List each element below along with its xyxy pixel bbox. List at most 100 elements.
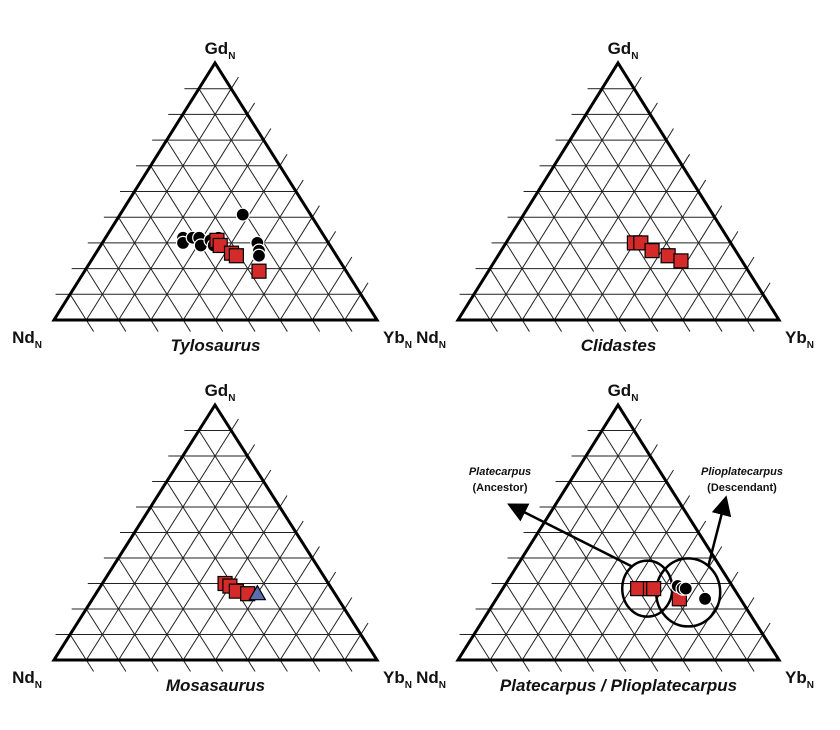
tick-bottom xyxy=(553,659,562,672)
gridline-nd xyxy=(117,216,184,321)
gridline-nd xyxy=(505,242,555,321)
tick-bottom xyxy=(150,319,159,332)
data-marks xyxy=(217,575,267,602)
tick-bottom xyxy=(182,659,191,672)
data-point-circle xyxy=(697,591,713,606)
tick-right xyxy=(681,495,691,508)
panel-title: Tylosaurus xyxy=(170,336,260,355)
gridline-nd xyxy=(117,557,184,661)
tick-bottom xyxy=(585,659,595,672)
gridline-yb xyxy=(682,242,732,321)
tick-bottom xyxy=(344,659,353,672)
tick-bottom xyxy=(650,659,659,672)
tick-right xyxy=(633,418,642,431)
vertex-label-right: YbN xyxy=(383,328,412,351)
tick-bottom xyxy=(521,319,530,332)
gridline-yb xyxy=(650,557,716,661)
tick-right xyxy=(344,597,353,610)
tick-bottom xyxy=(215,319,224,332)
annotation-group: Platecarpus(Ancestor)Plioplatecarpus(Des… xyxy=(469,466,783,628)
tick-bottom xyxy=(553,319,562,332)
tick-bottom xyxy=(585,319,595,332)
vertex-label-left: NdN xyxy=(12,668,42,691)
tick-right xyxy=(633,76,642,89)
tick-bottom xyxy=(714,659,723,672)
gridline-yb xyxy=(553,139,667,321)
vertex-label-top: GdN xyxy=(205,381,236,404)
gridline-nd xyxy=(134,191,216,321)
gridline-nd xyxy=(489,608,523,661)
tick-bottom xyxy=(247,659,256,672)
gridline-nd xyxy=(505,583,555,661)
ternary-frame xyxy=(455,60,782,322)
tick-right xyxy=(730,571,739,584)
tick-right xyxy=(649,102,658,115)
tick-bottom xyxy=(279,319,288,332)
ternary-frame xyxy=(51,60,380,322)
data-point-triangle xyxy=(248,584,267,601)
gridline-nd xyxy=(601,88,748,321)
data-point-circle xyxy=(235,207,250,222)
tick-bottom xyxy=(150,659,159,672)
data-point-square xyxy=(633,235,649,251)
gridline-nd xyxy=(166,481,281,661)
tick-right xyxy=(746,597,755,610)
gridline-yb xyxy=(85,88,232,321)
gridline-yb xyxy=(311,268,346,321)
gridline-yb xyxy=(247,557,313,661)
tick-right xyxy=(762,622,771,635)
tick-right xyxy=(246,102,256,115)
gridline-nd xyxy=(569,481,684,661)
vertex-label-right: YbN xyxy=(785,328,814,351)
tick-right xyxy=(360,282,369,295)
tick-bottom xyxy=(344,319,353,332)
tick-right xyxy=(327,571,337,584)
gridline-yb xyxy=(311,608,346,661)
tick-bottom xyxy=(650,319,659,332)
gridline-yb xyxy=(279,583,329,661)
annotation-sublabel: (Ancestor) xyxy=(472,482,527,494)
gridline-nd xyxy=(537,532,619,661)
data-point-square xyxy=(251,263,267,279)
tick-right xyxy=(230,418,239,431)
tick-right xyxy=(279,495,288,508)
tick-bottom xyxy=(489,319,498,332)
tick-right xyxy=(311,546,320,559)
tick-right xyxy=(327,231,337,244)
data-point-square xyxy=(212,237,228,254)
gridline-nd xyxy=(166,139,281,321)
tick-bottom xyxy=(682,659,691,672)
tick-bottom xyxy=(618,319,627,332)
vertex-label-left: NdN xyxy=(12,328,42,351)
vertex-label-right: YbN xyxy=(383,668,412,691)
gridline-yb xyxy=(150,481,265,661)
tick-bottom xyxy=(746,659,755,672)
tick-right xyxy=(665,469,674,482)
gridline-nd xyxy=(473,294,491,321)
vertex-label-left: NdN xyxy=(416,328,446,351)
gridline-nd xyxy=(134,532,216,661)
tick-right xyxy=(263,469,272,482)
gridline-yb xyxy=(150,139,265,321)
gridline-nd xyxy=(101,242,152,321)
data-point-circle xyxy=(678,581,693,596)
tick-right xyxy=(246,444,256,457)
tick-right xyxy=(344,256,353,269)
tick-bottom xyxy=(85,659,95,672)
ternary-grid xyxy=(459,418,771,672)
gridline-yb xyxy=(650,216,716,321)
gridline-yb xyxy=(279,242,329,321)
data-marks xyxy=(626,235,689,269)
data-point-square xyxy=(660,248,676,264)
annotation-label: Platecarpus xyxy=(469,466,531,478)
tick-bottom xyxy=(489,659,498,672)
gridline-nd xyxy=(101,583,152,661)
tick-bottom xyxy=(118,659,127,672)
tick-bottom xyxy=(247,319,256,332)
gridline-yb xyxy=(489,430,635,661)
gridline-nd xyxy=(69,634,87,661)
panel-title: Clidastes xyxy=(581,336,657,355)
tick-bottom xyxy=(714,319,723,332)
